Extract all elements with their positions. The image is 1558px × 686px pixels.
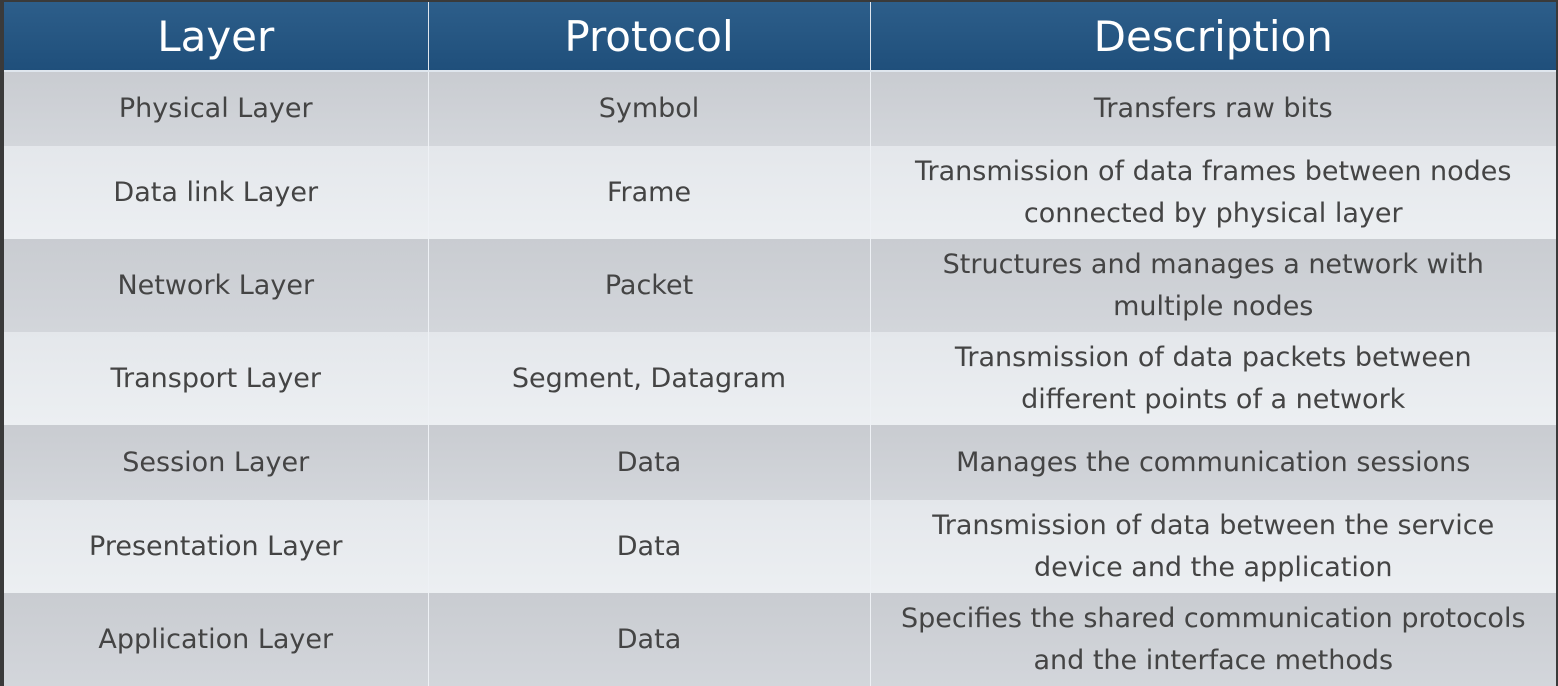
description-cell: Specifies the shared communication proto… <box>870 593 1556 686</box>
description-line: Transmission of data frames between node… <box>914 155 1512 187</box>
layer-cell: Physical Layer <box>4 71 429 146</box>
description-line: Manages the communication sessions <box>956 446 1471 478</box>
description-cell: Transmission of data frames between node… <box>870 146 1556 239</box>
description-line: Transmission of data packets between <box>954 341 1472 373</box>
header-description: Description <box>870 2 1556 72</box>
description-cell: Structures and manages a network with mu… <box>870 239 1556 332</box>
description-line: device and the application <box>1034 551 1393 583</box>
table-row: Data link Layer Frame Transmission of da… <box>4 146 1556 239</box>
protocol-cell: Data <box>428 593 871 686</box>
description-cell: Transmission of data packets between dif… <box>870 332 1556 425</box>
header-protocol: Protocol <box>428 2 871 72</box>
table-row: Session Layer Data Manages the communica… <box>4 425 1556 500</box>
protocol-cell: Segment, Datagram <box>428 332 871 425</box>
layer-cell: Presentation Layer <box>4 500 429 593</box>
table-row: Network Layer Packet Structures and mana… <box>4 239 1556 332</box>
description-line: Transmission of data between the service <box>932 509 1495 541</box>
description-line: different points of a network <box>1021 383 1406 415</box>
description-line: and the interface methods <box>1033 644 1394 676</box>
description-cell: Transfers raw bits <box>870 71 1556 146</box>
protocol-cell: Data <box>428 500 871 593</box>
description-line: multiple nodes <box>1113 290 1314 322</box>
table-row: Physical Layer Symbol Transfers raw bits <box>4 71 1556 146</box>
protocol-cell: Symbol <box>428 71 871 146</box>
layer-cell: Application Layer <box>4 593 429 686</box>
description-cell: Transmission of data between the service… <box>870 500 1556 593</box>
layer-cell: Transport Layer <box>4 332 429 425</box>
description-line: Structures and manages a network with <box>942 248 1484 280</box>
layer-cell: Network Layer <box>4 239 429 332</box>
protocol-cell: Data <box>428 425 871 500</box>
table-row: Application Layer Data Specifies the sha… <box>4 593 1556 686</box>
layer-cell: Session Layer <box>4 425 429 500</box>
header-layer: Layer <box>4 2 429 72</box>
header-row: Layer Protocol Description <box>4 2 1556 72</box>
osi-layer-table: Layer Protocol Description Physical Laye… <box>4 2 1556 686</box>
protocol-cell: Frame <box>428 146 871 239</box>
table-row: Presentation Layer Data Transmission of … <box>4 500 1556 593</box>
description-line: connected by physical layer <box>1023 197 1403 229</box>
description-line: Transfers raw bits <box>1093 93 1333 124</box>
description-line: Specifies the shared communication proto… <box>900 602 1526 634</box>
description-cell: Manages the communication sessions <box>870 425 1556 500</box>
protocol-cell: Packet <box>428 239 871 332</box>
table-row: Transport Layer Segment, Datagram Transm… <box>4 332 1556 425</box>
layer-cell: Data link Layer <box>4 146 429 239</box>
slide-frame: Layer Protocol Description Physical Laye… <box>4 2 1556 686</box>
